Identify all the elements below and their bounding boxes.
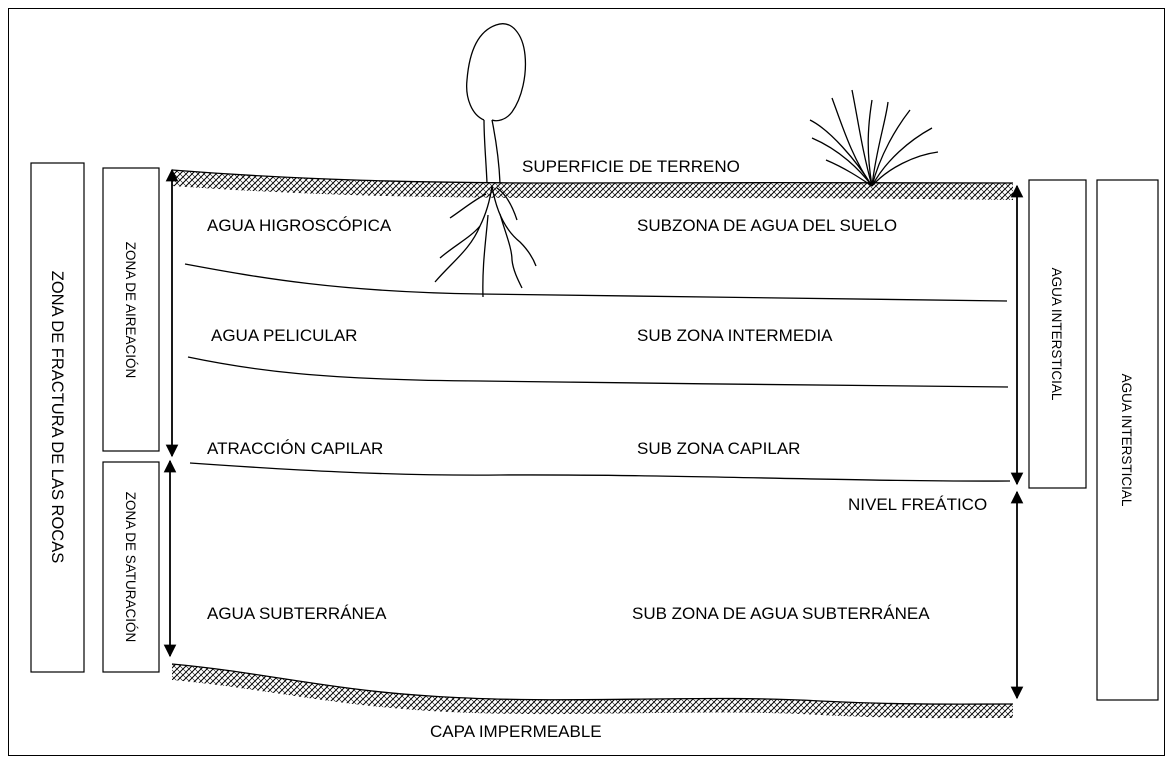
surface-label: SUPERFICIE DE TERRENO [522, 157, 740, 176]
left-layer-label-1: AGUA HIGROSCÓPICA [207, 216, 392, 235]
right-layer-label-4: SUB ZONA DE AGUA SUBTERRÁNEA [632, 604, 930, 623]
saturation-zone-label: ZONA DE SATURACIÓN [123, 492, 138, 643]
right-layer-label-3: SUB ZONA CAPILAR [637, 439, 800, 458]
left-layer-label-2: AGUA PELICULAR [211, 326, 357, 345]
tree-drawing [435, 24, 536, 297]
boundary-line-1 [185, 264, 1007, 301]
right-layer-label-2: SUB ZONA INTERMEDIA [637, 326, 833, 345]
shrub-drawing [810, 90, 938, 186]
right-layer-label-1: SUBZONA DE AGUA DEL SUELO [637, 216, 897, 235]
water-table-line [190, 463, 1010, 481]
water-table-label: NIVEL FREÁTICO [848, 495, 987, 514]
left-layer-label-4: AGUA SUBTERRÁNEA [207, 604, 387, 623]
impermeable-layer-band [172, 664, 1013, 718]
aeration-zone-label: ZONA DE AIREACIÓN [123, 242, 138, 379]
outer-left-zone-label: ZONA DE FRACTURA DE LAS ROCAS [48, 271, 66, 563]
interstitial-outer-label: AGUA INTERSTICIAL [1119, 374, 1134, 507]
interstitial-inner-label: AGUA INTERSTICIAL [1049, 268, 1064, 401]
boundary-line-2 [188, 357, 1008, 387]
left-layer-label-3: ATRACCIÓN CAPILAR [207, 439, 383, 458]
impermeable-label: CAPA IMPERMEABLE [430, 722, 602, 741]
